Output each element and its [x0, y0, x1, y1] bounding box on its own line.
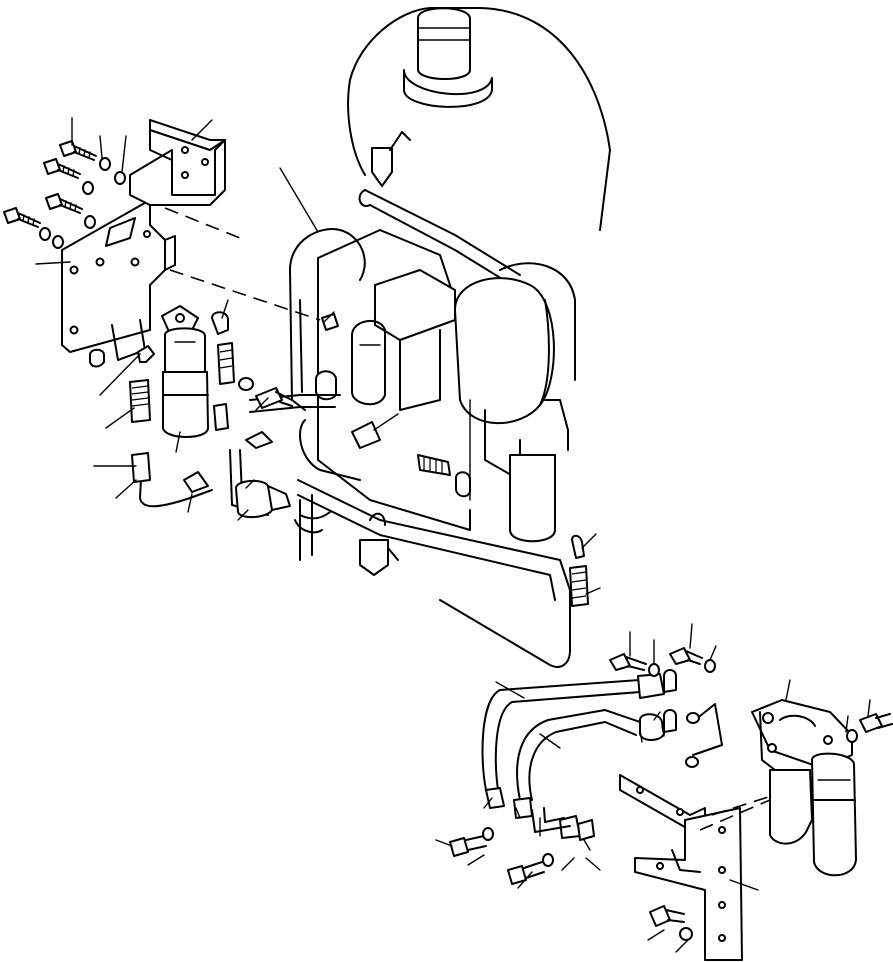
leader-line	[639, 729, 643, 743]
washer	[82, 181, 94, 195]
leader-lines	[35, 117, 871, 953]
hose-upper	[481, 679, 641, 791]
leader-line	[115, 479, 137, 499]
bracket-plate	[61, 199, 166, 353]
leader-line	[561, 857, 575, 871]
leader-line	[709, 645, 717, 661]
leader-line	[867, 699, 871, 717]
leader-line	[653, 711, 661, 721]
leader-line	[191, 119, 213, 141]
washer	[99, 157, 111, 171]
fan-housing	[454, 277, 555, 425]
leader-line	[495, 681, 525, 699]
engine-assembly	[139, 7, 611, 668]
drain-valve	[371, 147, 393, 187]
clip	[245, 431, 273, 449]
leader-line	[373, 413, 399, 431]
leader-line	[585, 587, 601, 595]
tee-fitting	[131, 452, 151, 483]
washer	[114, 171, 126, 185]
left-mounting-bracket	[61, 119, 226, 368]
adapter	[129, 379, 151, 423]
leader-line	[845, 715, 849, 733]
leader-line	[515, 807, 521, 819]
washer	[52, 235, 64, 249]
leader-line	[675, 939, 689, 953]
leader-line	[647, 929, 665, 941]
leader-line	[585, 857, 601, 871]
filter-canister-left	[769, 769, 813, 845]
right-hose-assembly	[449, 647, 723, 885]
left-bolts	[3, 140, 126, 249]
leader-line	[221, 299, 229, 319]
leader-line	[187, 493, 193, 513]
bracket-plate	[634, 807, 743, 961]
filter-canister	[162, 371, 209, 438]
leader-line	[279, 167, 319, 233]
leader-line	[581, 533, 597, 549]
leader-line	[785, 679, 791, 701]
leader-line	[689, 623, 693, 649]
leader-line	[323, 311, 335, 323]
leader-line	[583, 839, 591, 851]
elbow	[137, 345, 155, 363]
bolt-4	[3, 207, 41, 228]
leader-line	[105, 407, 135, 429]
bolt-2	[43, 158, 81, 179]
leader-line	[517, 871, 533, 889]
filter-head	[751, 699, 853, 769]
clip	[183, 471, 209, 493]
alignment-dashes	[164, 207, 321, 321]
leader-line	[35, 261, 71, 265]
right-fitting-parts	[569, 534, 589, 607]
leader-line	[661, 725, 665, 737]
leader-line	[255, 397, 269, 411]
leader-line	[245, 479, 255, 489]
filter-canister-right	[811, 752, 857, 877]
leader-line	[175, 431, 181, 453]
washer	[39, 227, 51, 241]
right-mounting-bracket	[619, 774, 791, 961]
leader-line	[99, 135, 103, 159]
lower-valve	[359, 539, 389, 576]
left-fuel-filter	[129, 305, 293, 518]
leader-line	[483, 797, 493, 809]
tank-outline	[349, 7, 611, 231]
right-filter-assembly	[751, 699, 893, 877]
leader-line	[435, 839, 453, 847]
washer	[84, 215, 96, 229]
filler-cap	[417, 7, 471, 80]
leader-line	[237, 509, 249, 521]
bolt	[255, 387, 283, 409]
inline-filter	[235, 480, 273, 518]
leader-line	[729, 879, 759, 891]
hose-lower	[516, 709, 641, 801]
leader-line	[99, 353, 141, 396]
bolt-3	[45, 193, 83, 214]
leader-line	[539, 733, 561, 749]
leader-line	[467, 854, 485, 866]
bolt-1	[59, 140, 97, 161]
leader-line	[121, 135, 127, 173]
